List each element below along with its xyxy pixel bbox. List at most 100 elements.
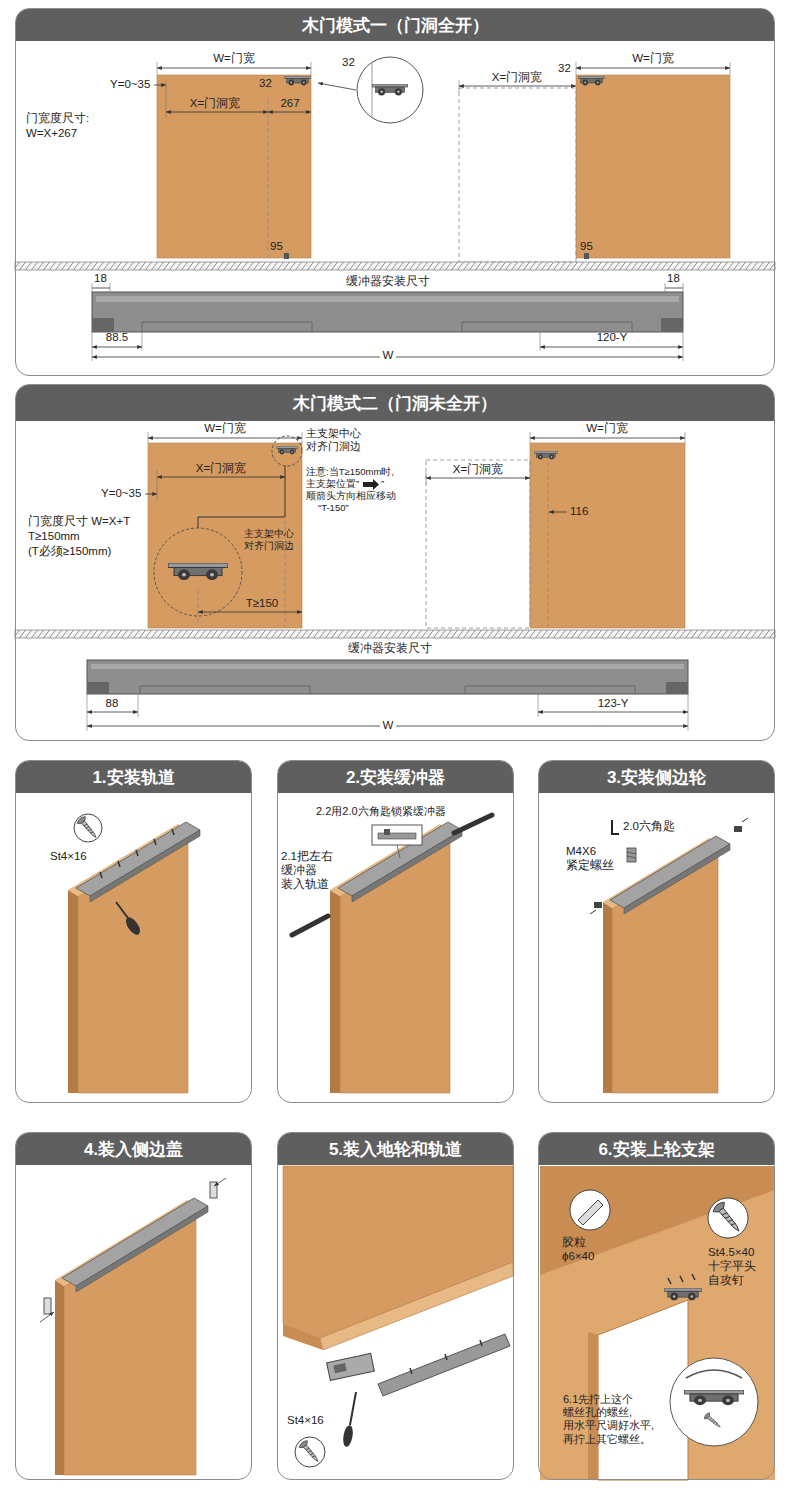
callout-note: 主支架中心 对齐门洞边: [244, 528, 302, 552]
dimension-text: X=门洞宽: [196, 462, 246, 476]
buffer-rail: [87, 660, 688, 694]
dimension-line: [145, 494, 157, 495]
track-rail: [100, 829, 174, 878]
dimension-line: [548, 462, 549, 628]
dimension-line: [92, 288, 110, 289]
panel-title: 5.装入地轮和轨道: [329, 1138, 462, 1161]
magnifier: [372, 62, 373, 118]
dimension-line: [157, 477, 285, 478]
buffer-rod: [454, 815, 492, 833]
part-spec: St4×16: [287, 1414, 324, 1428]
door-board: [283, 1324, 323, 1350]
door-panel: [157, 75, 730, 258]
dowel-icon: [578, 1200, 603, 1225]
dimension-text: W=门宽: [586, 422, 628, 436]
dimension-text: X=门洞宽: [190, 97, 240, 111]
panel-title: 4.装入侧边盖: [84, 1138, 183, 1161]
wall: [540, 1166, 775, 1275]
dimension-line: [148, 432, 149, 443]
dimension-text: 32: [558, 62, 571, 76]
dimension-line: [576, 68, 730, 69]
buffer-rail: [91, 664, 684, 669]
dimension-text: 267: [280, 97, 299, 111]
screwdriver: [116, 902, 143, 937]
dimension-text: 120-Y: [597, 331, 628, 345]
dimension-line: [268, 100, 269, 258]
panel-header: 木门模式一（门洞全开）: [16, 9, 774, 41]
screwdriver: [116, 902, 128, 918]
screw-icon: [76, 815, 100, 841]
part-spec: M4X6 紧定螺丝: [566, 845, 621, 873]
step-panel: 3.安装侧边轮: [538, 760, 775, 1103]
formula-note: W=X+267: [26, 127, 77, 141]
section-caption: 缓冲器安装尺寸: [348, 642, 432, 656]
buffer-rod: [292, 916, 328, 935]
part-spec: 胶粒 ϕ6×40: [562, 1236, 612, 1264]
dimension-line: [540, 332, 541, 351]
panel-header: 5.装入地轮和轨道: [278, 1133, 513, 1165]
floor-wheel: [327, 1353, 375, 1380]
focus-circle: [154, 528, 242, 616]
step-panel: 5.装入地轮和轨道: [277, 1132, 514, 1480]
direction-arrow: [363, 479, 379, 490]
panel-title: 3.安装侧边轮: [607, 766, 706, 789]
dimension-line: [426, 478, 530, 479]
dimension-text: 88.5: [106, 331, 128, 345]
floor-track: [410, 1340, 482, 1374]
formula-note: 门宽度尺寸 W=X+T: [28, 515, 130, 529]
door-board: [283, 1166, 513, 1350]
detail-callout: [372, 825, 422, 845]
track-rail: [610, 836, 730, 914]
magnifier: [686, 1370, 742, 1378]
door-panel: [148, 443, 685, 628]
dimension-text: 32: [259, 77, 272, 91]
dimension-line: [157, 470, 158, 500]
door-board: [320, 1262, 513, 1350]
door-panel: [157, 75, 311, 258]
panel-header: 3.安装侧边轮: [539, 761, 774, 793]
panel-header: 4.装入侧边盖: [16, 1133, 251, 1165]
floor-wheel: [327, 1353, 375, 1380]
floor-guide: [284, 253, 289, 259]
dimension-text: T≥150: [246, 597, 279, 611]
dimension-text: 18: [94, 272, 107, 286]
magnifier: [684, 1390, 744, 1405]
track-rail: [338, 822, 462, 902]
callout-note: 主支架中心 对齐门洞边: [306, 427, 368, 453]
panel-title: 木门模式一（门洞全开）: [302, 14, 489, 37]
side-cap: [214, 1178, 226, 1186]
track-rail: [76, 1206, 208, 1292]
roller-bracket: [276, 446, 298, 455]
mode-panel: 木门模式二（门洞未全开）: [15, 384, 775, 741]
dimension-line: [302, 432, 303, 443]
buffer-rail: [661, 318, 683, 332]
screw-icon: [708, 1198, 748, 1238]
roller-bracket: [284, 76, 311, 86]
dimension-line: [530, 438, 685, 439]
screw-icon: [711, 1200, 744, 1235]
dimension-line: [92, 283, 93, 292]
detail-callout: [397, 845, 400, 858]
dimension-line: [198, 590, 199, 622]
dimension-text: 95: [580, 240, 593, 254]
screwdriver: [123, 915, 143, 937]
dimension-line: [530, 432, 531, 443]
step-note: 2.1把左右 缓冲器 装入轨道: [281, 850, 345, 891]
dimension-line: [166, 112, 268, 113]
dimension-line: [268, 112, 311, 113]
dimension-line: [148, 438, 302, 439]
screwdriver: [350, 1392, 356, 1425]
dimension-line: [198, 612, 302, 613]
buffer-rail: [465, 686, 635, 694]
dimension-line: [683, 283, 684, 292]
panel-header: 6.安装上轮支架: [539, 1133, 774, 1165]
screwdriver: [342, 1392, 356, 1448]
dimension-text: 123-Y: [598, 697, 629, 711]
floor-wheel: [333, 1363, 346, 1373]
dimension-line: [730, 62, 731, 75]
dimension-text: X=门洞宽: [492, 71, 542, 85]
floor: [15, 262, 775, 270]
buffer-rail: [462, 322, 632, 332]
dimension-line: [157, 62, 158, 75]
